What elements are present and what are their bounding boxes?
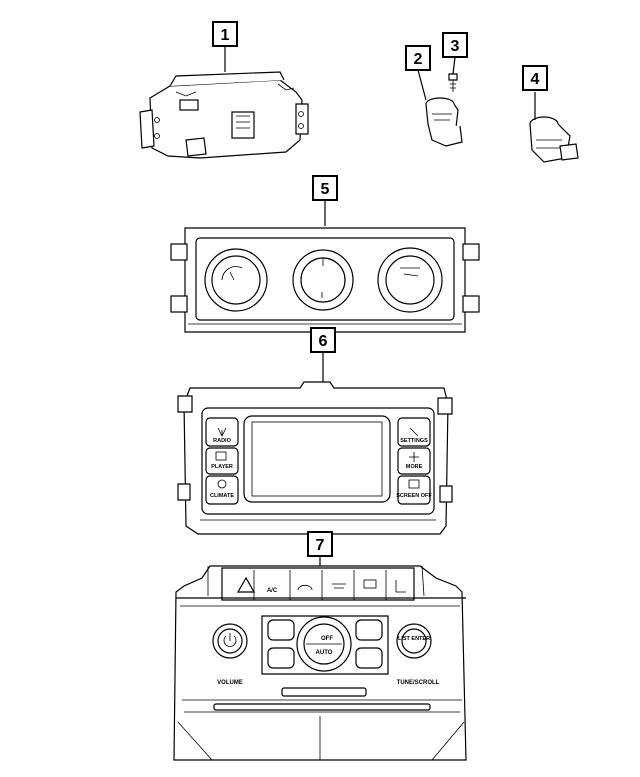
callout-2: 2 [405,45,431,71]
part-6-touchscreen-bezel: RADIO PLAYER CLIMATE SETTINGS MORE SCREE… [177,381,453,535]
antenna-icon [217,427,227,437]
leader-lines [224,46,536,566]
rear-defrost-icon [363,579,377,589]
settings-label: SETTINGS [400,438,428,444]
climate-button[interactable]: CLIMATE [205,475,239,505]
callout-number: 6 [319,333,328,350]
callout-number: 1 [221,27,230,44]
power-icon [223,633,237,647]
part-3-screw [448,73,458,92]
callout-number: 2 [414,51,423,68]
volume-label: VOLUME [217,680,243,686]
tune-scroll-label: TUNE/SCROLL [397,680,440,686]
player-label: PLAYER [211,464,233,470]
ac-label: A/C [267,588,278,594]
callout-4: 4 [522,65,548,91]
climate-control-dial[interactable]: OFF AUTO [296,616,352,672]
plus-icon [409,452,419,462]
fan-speed-knob [292,249,354,311]
callout-number: 3 [451,38,460,55]
part-4-sensor [529,116,579,163]
callout-5: 5 [312,175,338,201]
recirculation-icon [297,584,313,591]
part-5-control-panel [170,227,480,333]
player-button[interactable]: PLAYER [205,447,239,475]
heated-seat-icon [395,580,406,593]
callout-number: 7 [316,537,325,554]
callout-number: 4 [531,71,540,88]
screen-off-button[interactable]: SCREEN OFF [396,475,432,505]
front-defrost-icon [332,583,346,589]
hazard-icon [236,576,256,593]
player-icon [215,451,227,461]
part-7-center-stack: A/C VOLUME OFF AUTO LIS [173,565,467,761]
callout-7: 7 [307,531,333,557]
fan-icon [217,479,227,489]
radio-label: RADIO [213,438,231,444]
screen-off-label: SCREEN OFF [396,493,432,499]
list-enter-label: LIST ENTER [398,636,430,642]
auto-label: AUTO [316,650,333,656]
callout-number: 5 [321,181,330,198]
climate-label: CLIMATE [210,493,234,499]
screen-off-icon [408,479,420,489]
callout-3: 3 [442,32,468,58]
wrench-icon [409,427,419,437]
off-label: OFF [321,636,333,642]
part-2-sensor [425,97,463,147]
part-1-control-module [139,71,309,159]
more-label: MORE [406,464,423,470]
volume-knob[interactable] [212,623,248,659]
callout-6: 6 [310,327,336,353]
callout-1: 1 [212,21,238,47]
tune-scroll-knob[interactable]: LIST ENTER [396,623,432,659]
temperature-knob [204,248,268,312]
mode-knob [377,247,443,313]
